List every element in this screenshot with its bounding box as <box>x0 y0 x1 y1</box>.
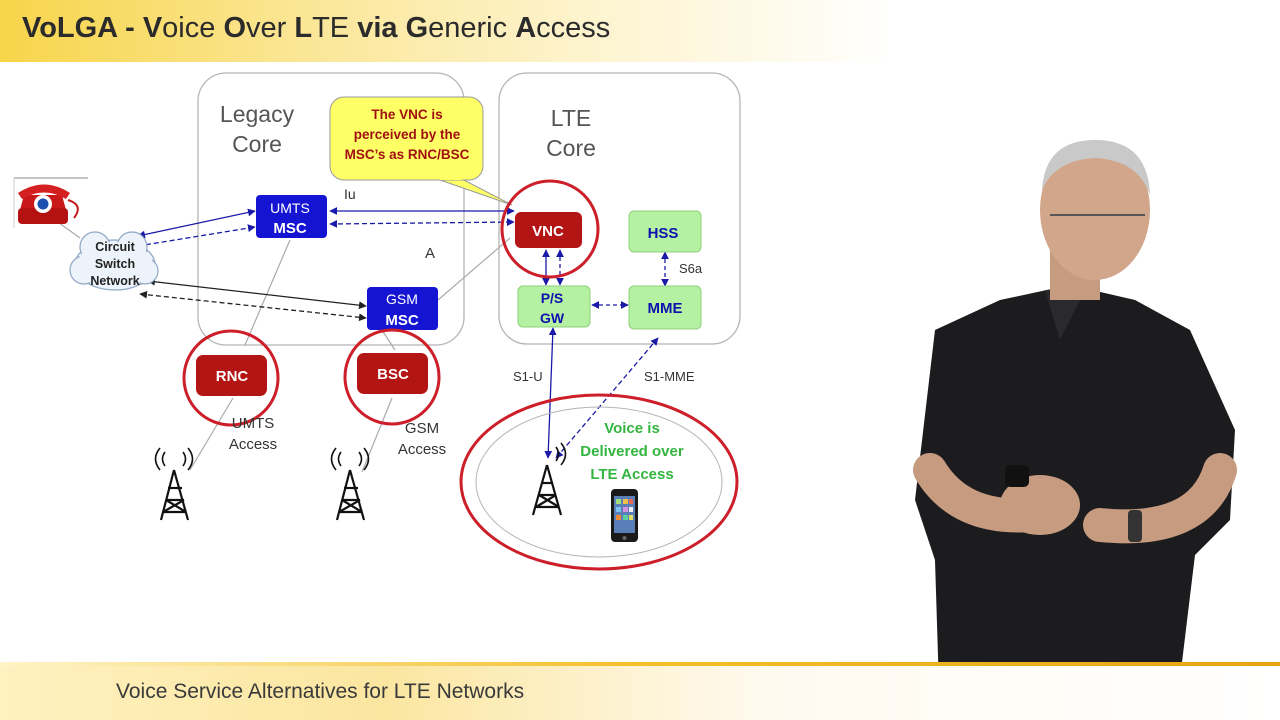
rnc-node: RNC <box>182 329 280 427</box>
s1mme-label: S1-MME <box>644 369 695 384</box>
footer-bar <box>0 666 1280 720</box>
gsm-msc-node: GSM MSC <box>367 287 438 330</box>
gsm-msc-line2: MSC <box>385 312 419 329</box>
presenter-figure <box>913 140 1237 662</box>
a-label: A <box>425 245 435 262</box>
ps-gw-node: P/S GW <box>517 285 591 328</box>
footer-title: Voice Service Alternatives for LTE Netwo… <box>116 680 525 703</box>
mme-label: MME <box>648 300 683 317</box>
radio-tower-icon <box>330 447 370 521</box>
mme-node: MME <box>628 285 702 330</box>
footer-divider <box>0 662 1280 666</box>
lte-access-area <box>459 393 739 571</box>
smartphone-icon <box>611 489 638 542</box>
gsm-msc-line1: GSM <box>386 291 418 307</box>
umts-msc-line2: MSC <box>273 220 307 237</box>
s6a-label: S6a <box>679 261 703 276</box>
umts-msc-line1: UMTS <box>270 200 310 216</box>
vnc-label: VNC <box>532 223 564 240</box>
radio-tower-icon <box>154 447 194 521</box>
hss-node: HSS <box>628 210 702 253</box>
umts-msc-node: UMTS MSC <box>256 195 327 238</box>
iu-label: Iu <box>344 186 356 202</box>
s1u-label: S1-U <box>513 369 543 384</box>
hss-label: HSS <box>648 225 679 242</box>
slide-title: VoLGA - Voice Over LTE via Generic Acces… <box>22 12 611 44</box>
bsc-label: BSC <box>377 366 409 383</box>
vnc-node: VNC <box>500 179 600 279</box>
ps-gw-line2: GW <box>540 310 565 326</box>
radio-tower-icon <box>531 442 567 516</box>
red-telephone-icon <box>13 177 88 228</box>
cloud-icon <box>69 231 159 291</box>
rnc-label: RNC <box>216 368 249 385</box>
ps-gw-line1: P/S <box>541 290 564 306</box>
bsc-node: BSC <box>343 328 441 426</box>
title-bar <box>0 0 1280 62</box>
